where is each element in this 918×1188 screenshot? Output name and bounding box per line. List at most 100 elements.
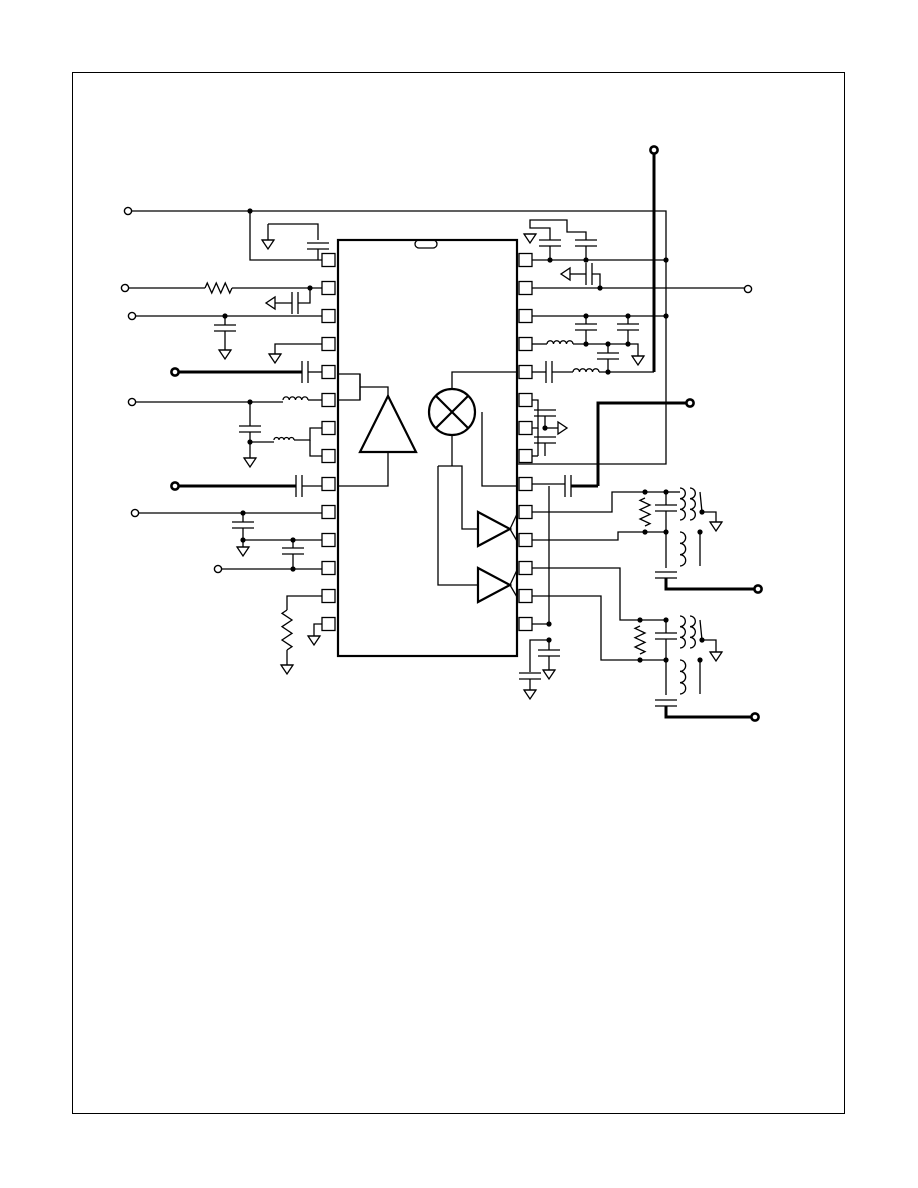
capacitor <box>597 352 619 360</box>
ic-body <box>336 238 519 658</box>
ic-notch <box>414 239 438 249</box>
ic-right-pins <box>518 252 533 632</box>
ground-symbol <box>217 349 233 361</box>
wire <box>664 578 755 591</box>
capacitor <box>301 361 309 383</box>
ground-symbol <box>306 635 322 647</box>
capacitor <box>655 632 677 640</box>
ground-symbol <box>630 355 646 367</box>
ic-pin-left-6 <box>321 392 336 408</box>
wire <box>249 211 322 261</box>
capacitor <box>214 324 236 332</box>
junction-dot <box>699 637 705 643</box>
capacitor <box>534 436 556 444</box>
capacitor <box>575 239 597 247</box>
wire <box>529 639 549 672</box>
terminal <box>127 397 137 407</box>
buffer-amp-2 <box>437 466 518 604</box>
resistor <box>204 281 233 295</box>
terminal <box>127 311 137 321</box>
ic-pin-right-12 <box>518 560 533 576</box>
ic-pin-left-2 <box>321 280 336 296</box>
inductor <box>679 531 687 567</box>
ground-symbol <box>522 233 538 245</box>
wire <box>132 210 667 465</box>
ground-symbol <box>708 521 724 533</box>
wire <box>532 531 645 541</box>
ground-symbol <box>267 353 283 365</box>
external-wiring <box>120 145 763 722</box>
inductor <box>679 615 686 649</box>
ground-symbol <box>235 546 251 558</box>
capacitor <box>617 323 639 331</box>
ic-pin-right-5 <box>518 364 533 380</box>
mixer-block <box>427 371 517 487</box>
capacitor <box>534 409 556 417</box>
diagram-frame <box>72 72 845 1114</box>
terminal <box>120 283 130 293</box>
ic-pin-left-9 <box>321 476 336 492</box>
ic-pin-right-3 <box>518 308 533 324</box>
capacitor <box>519 672 541 680</box>
wire <box>664 706 752 719</box>
ic-left-pins <box>321 252 336 632</box>
terminal <box>685 398 695 408</box>
terminal <box>130 508 140 518</box>
inductor <box>689 615 696 649</box>
buffer-amp-1 <box>438 465 513 548</box>
wire <box>309 440 322 457</box>
capacitor <box>295 475 303 497</box>
terminal <box>170 481 180 491</box>
wire <box>532 491 645 513</box>
inductor <box>689 487 696 521</box>
terminal <box>750 712 760 722</box>
ground-symbol <box>279 664 295 676</box>
capacitor <box>655 571 677 579</box>
wire <box>268 223 319 240</box>
terminal <box>123 206 133 216</box>
ic-pin-left-3 <box>321 308 336 324</box>
terminal <box>170 367 180 377</box>
ic-pin-right-13 <box>518 588 533 604</box>
junction-dot <box>663 313 669 319</box>
ground-symbol <box>541 669 557 681</box>
wire <box>529 219 587 240</box>
resistor <box>280 609 294 651</box>
capacitor <box>538 649 560 657</box>
capacitor <box>282 547 304 555</box>
capacitor <box>239 425 261 433</box>
capacitor <box>575 323 597 331</box>
ic-pin-left-13 <box>321 588 336 604</box>
wire <box>592 273 601 288</box>
ic-pin-right-1 <box>518 252 533 268</box>
capacitor <box>539 239 561 247</box>
inductor <box>679 659 687 695</box>
wire <box>532 399 539 429</box>
ground-symbol <box>264 295 276 311</box>
ic-pin-right-2 <box>518 280 533 296</box>
wire <box>596 401 686 486</box>
inductor <box>572 368 600 373</box>
ic-pin-left-8 <box>321 448 336 464</box>
junction-dot <box>699 509 705 515</box>
inductor <box>273 436 295 441</box>
ic-pin-right-10 <box>518 504 533 520</box>
wire <box>274 343 322 354</box>
junction-dot <box>546 621 552 627</box>
junction-dot <box>697 657 703 663</box>
resistor <box>638 497 652 527</box>
capacitor <box>545 361 553 383</box>
ic-pin-right-9 <box>518 476 533 492</box>
ic-pin-right-8 <box>518 448 533 464</box>
ic-pin-left-1 <box>321 252 336 268</box>
ic-pin-left-5 <box>321 364 336 380</box>
wire <box>286 595 322 610</box>
terminal <box>213 564 223 574</box>
wire <box>699 491 717 522</box>
wire <box>298 288 311 304</box>
capacitor <box>655 504 677 512</box>
junction-dot <box>290 566 296 572</box>
wire <box>699 619 717 652</box>
capacitor <box>291 292 299 314</box>
